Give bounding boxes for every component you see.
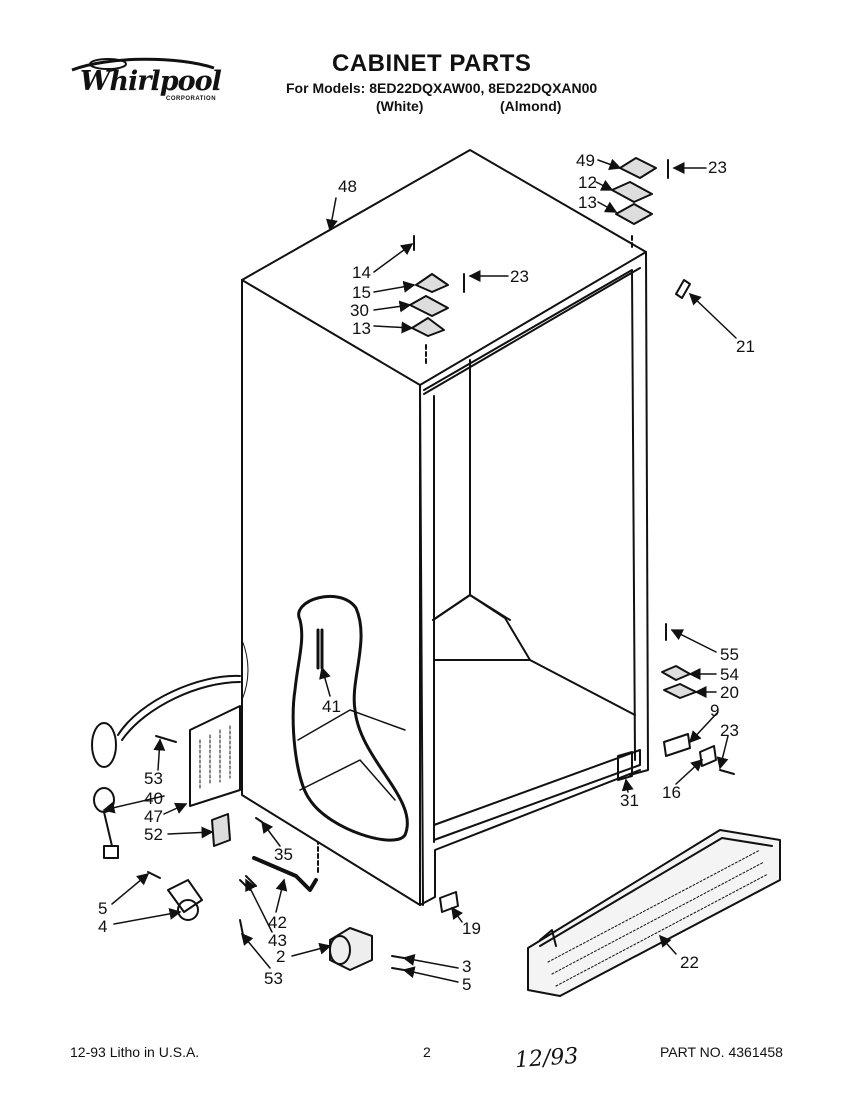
page-title: CABINET PARTS (332, 50, 532, 77)
color-almond-label: (Almond) (500, 98, 562, 114)
top-center-hinge-assembly (409, 235, 465, 366)
cutaway-window (291, 594, 409, 842)
callout-30: 30 (350, 301, 369, 320)
callout-54: 54 (720, 665, 739, 684)
callout-5: 5 (462, 975, 471, 994)
callout-42: 42 (268, 913, 287, 932)
whirlpool-logo: Whirlpool CORPORATION (68, 54, 222, 106)
callout-53: 53 (264, 969, 283, 988)
callout-15: 15 (352, 283, 371, 302)
electrical-box-and-cord (91, 674, 263, 859)
callout-43: 43 (268, 931, 287, 950)
callout-49: 49 (576, 151, 595, 170)
callout-14: 14 (352, 263, 371, 282)
callout-55: 55 (720, 645, 739, 664)
callout-47: 47 (144, 807, 163, 826)
leader-lines (102, 158, 737, 983)
callout-13: 13 (352, 319, 371, 338)
callout-12: 12 (578, 173, 597, 192)
page-number: 2 (423, 1044, 431, 1060)
callout-9: 9 (710, 701, 719, 720)
callout-22: 22 (680, 953, 699, 972)
callout-23: 23 (708, 158, 727, 177)
callout-3: 3 (462, 957, 471, 976)
callout-48: 48 (338, 177, 357, 196)
callout-2: 2 (276, 947, 285, 966)
brand-corporation: CORPORATION (166, 96, 217, 102)
callout-4: 4 (98, 917, 107, 936)
callout-19: 19 (462, 919, 481, 938)
callout-16: 16 (662, 783, 681, 802)
litho-note: 12-93 Litho in U.S.A. (70, 1044, 200, 1060)
callout-20: 20 (720, 683, 739, 702)
models-line: For Models: 8ED22DQXAW00, 8ED22DQXAN00 (286, 80, 598, 96)
logo-swoosh-icon (71, 57, 215, 72)
callout-13: 13 (578, 193, 597, 212)
callout-52: 52 (144, 825, 163, 844)
callout-5: 5 (98, 899, 107, 918)
callout-numbers: 48 49 12 13 23 14 15 30 13 23 21 41 55 5… (98, 151, 755, 994)
rollers-and-drain (147, 841, 459, 971)
part-number: PART NO. 4361458 (660, 1044, 783, 1060)
handwritten-date: 12/93 (514, 1043, 580, 1074)
callout-23: 23 (720, 721, 739, 740)
callout-23: 23 (510, 267, 529, 286)
callout-35: 35 (274, 845, 293, 864)
callout-40: 40 (144, 789, 163, 808)
color-white-label: (White) (376, 98, 424, 114)
cabinet-shell (241, 149, 649, 906)
callout-31: 31 (620, 791, 639, 810)
brand-wordmark: Whirlpool (80, 66, 222, 97)
callout-53: 53 (144, 769, 163, 788)
top-right-hinge-assembly (611, 157, 669, 251)
toe-grille (527, 829, 781, 997)
callout-41: 41 (322, 697, 341, 716)
callout-21: 21 (736, 337, 755, 356)
